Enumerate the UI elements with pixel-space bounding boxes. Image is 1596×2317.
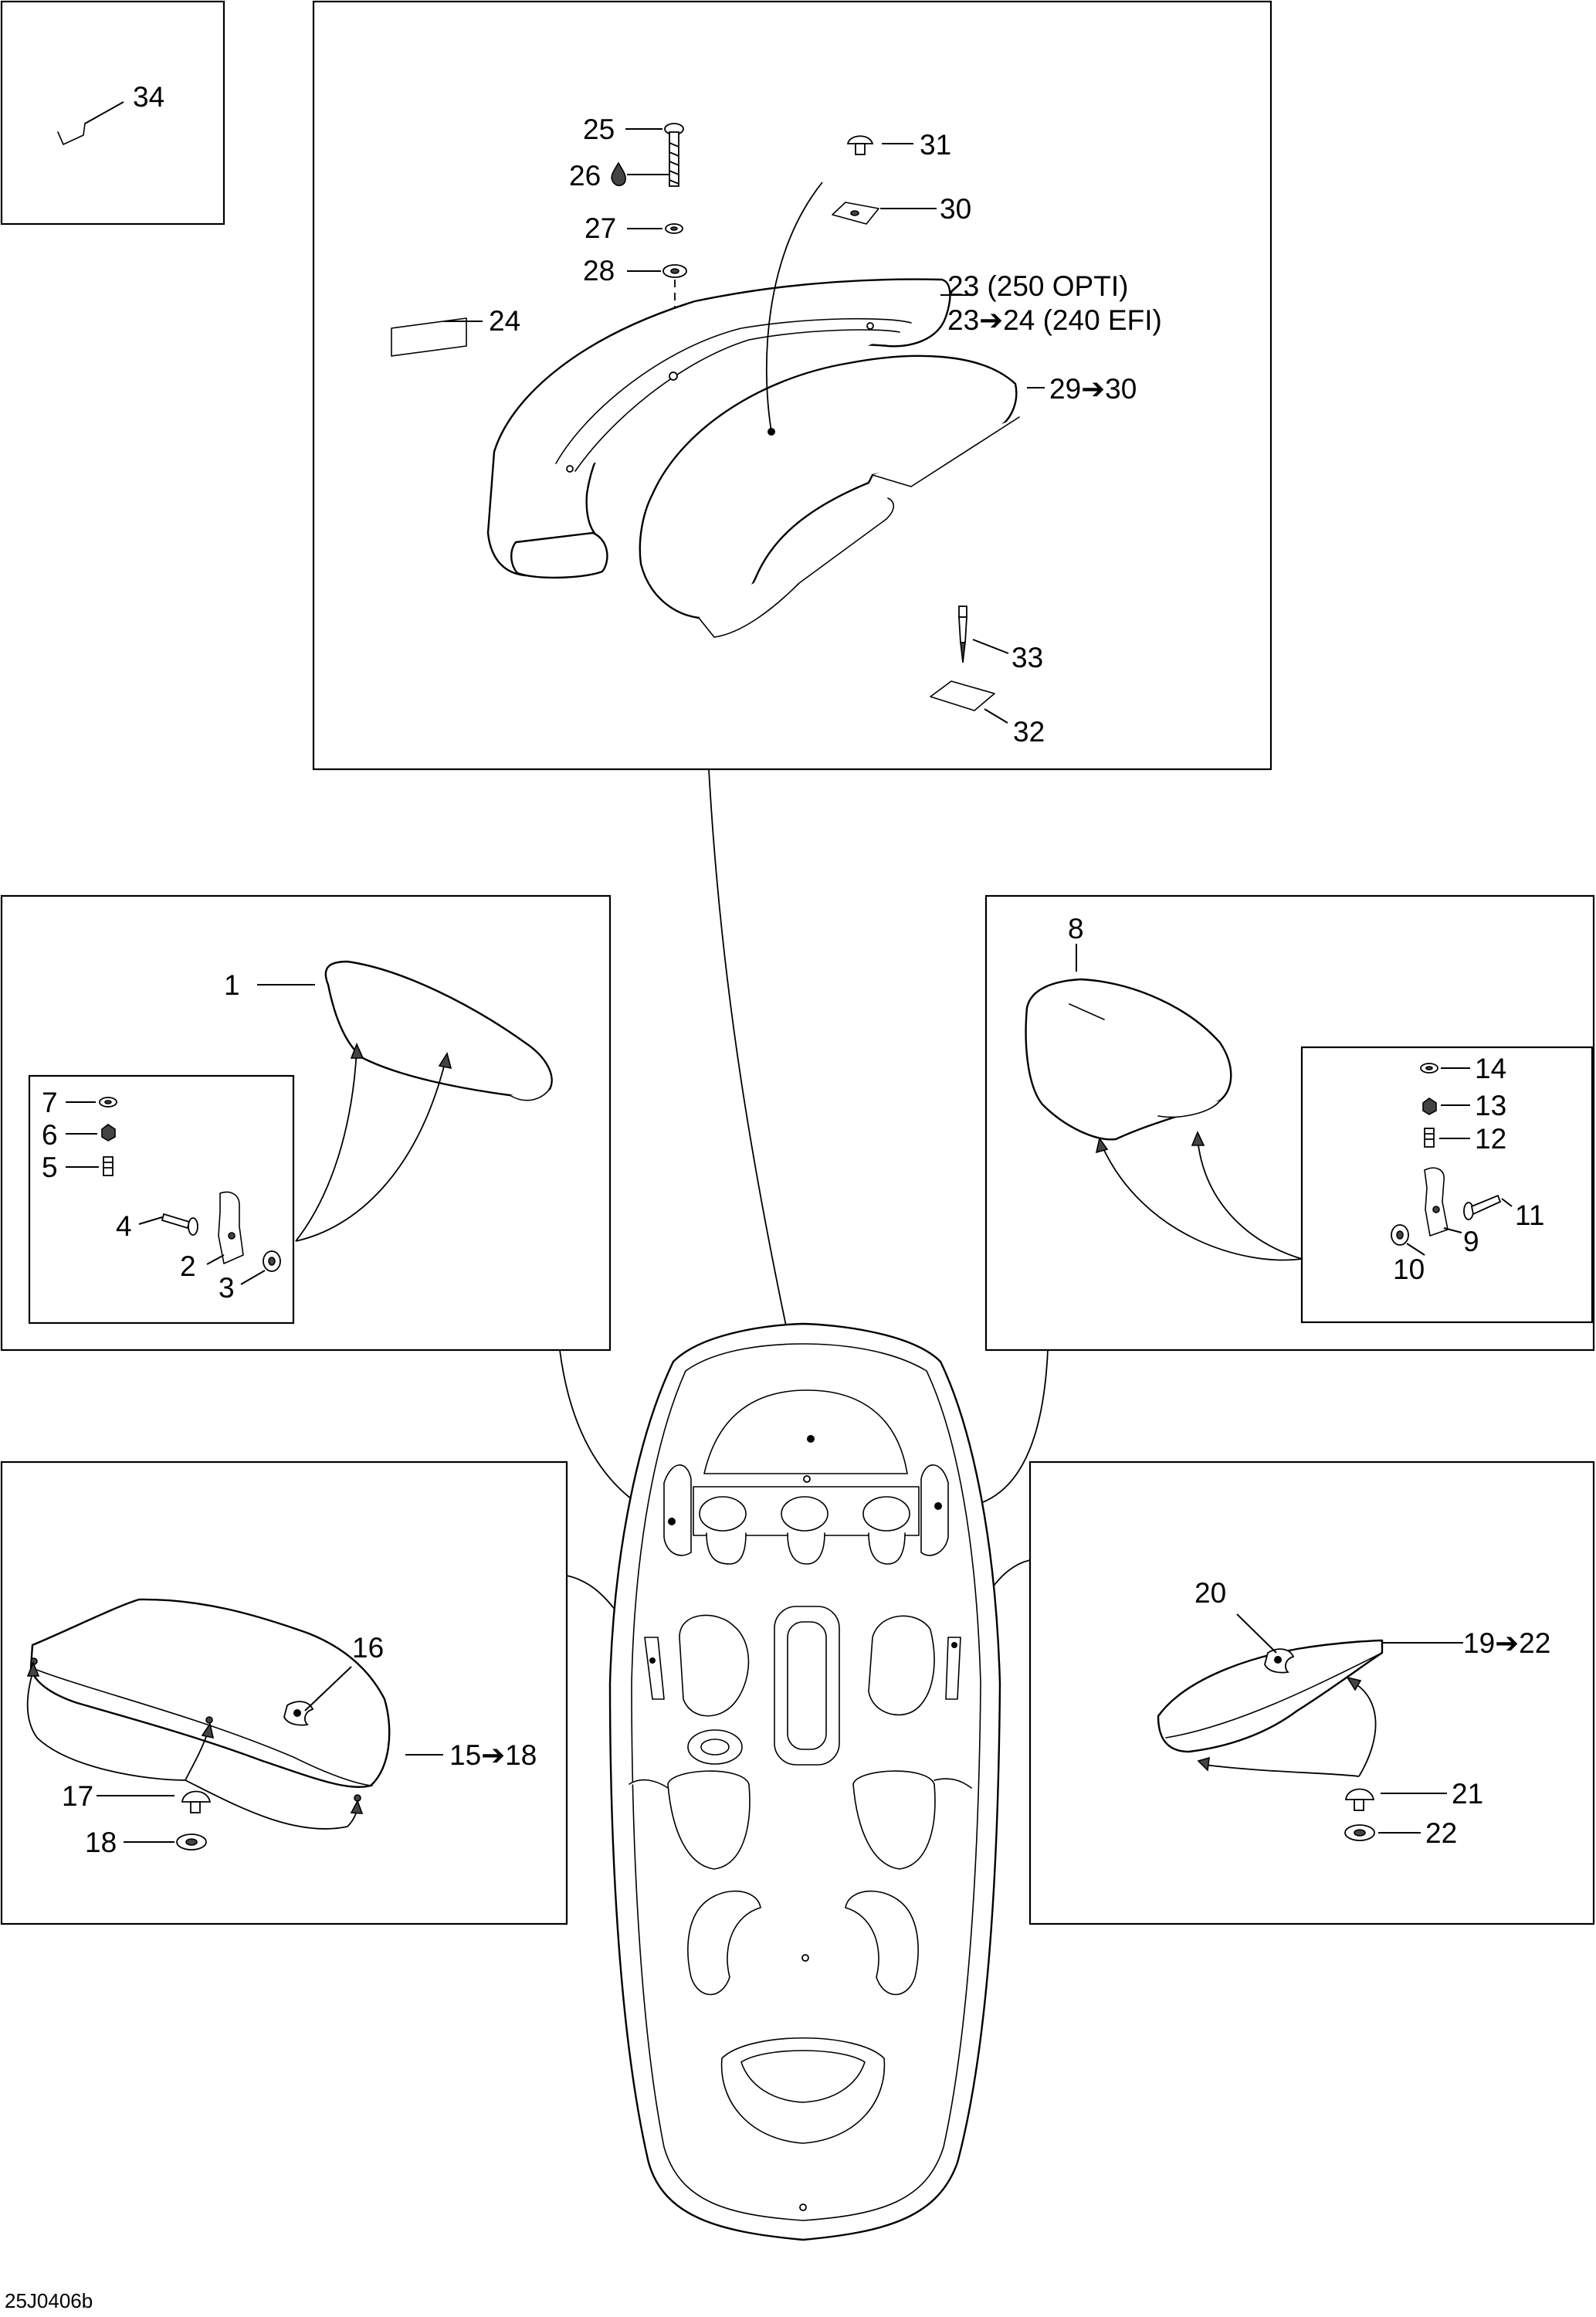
callout-32: 32 [1013,716,1045,748]
part-26-threadlocker [611,161,669,187]
part-15-left-seat-cushion [29,1598,443,1802]
callout-31: 31 [920,129,951,161]
part-17-push-rivet [97,1790,212,1813]
drop-icon [611,161,626,187]
part-1-left-armrest [257,960,553,1101]
part-29-seat-base [639,355,1045,638]
part-31-push-rivet [846,135,913,155]
part-16-fastener-hole [283,1666,352,1726]
part-33-rivet [958,606,1009,663]
callout-9: 9 [1463,1226,1479,1257]
panel-right-armrest [984,894,1595,1352]
part-21-push-rivet [1344,1788,1447,1811]
assembly-arrows-right-armrest [1095,1131,1303,1261]
part-24-label [391,317,483,357]
callout-19-22: 19➔22 [1463,1627,1550,1659]
callout-23-line1: 23 (250 OPTI) [947,270,1128,302]
callout-33: 33 [1011,642,1043,673]
callout-26: 26 [569,160,601,192]
part-19-right-seat-cushion [1157,1639,1463,1753]
watercraft-deck-top-view [608,1322,1001,2241]
callout-5: 5 [42,1152,58,1183]
part-10-washer [1391,1224,1425,1256]
callout-15-18: 15➔18 [449,1739,537,1771]
callout-23-line2: 23➔24 (240 EFI) [947,304,1162,336]
callout-20: 20 [1194,1577,1226,1609]
assembly-arrows-left-seat-cushion [26,1661,364,1830]
part-13-nut [1422,1097,1470,1115]
callout-11: 11 [1515,1199,1544,1231]
part-3-washer [240,1250,281,1285]
callout-27: 27 [585,212,616,244]
part-8-right-armrest [1025,944,1232,1141]
callout-21: 21 [1452,1778,1483,1810]
part-20-fastener-hole [1236,1613,1295,1674]
part-5-spacer [66,1156,114,1176]
callout-6: 6 [42,1119,58,1151]
callout-10: 10 [1393,1253,1425,1285]
callout-34: 34 [133,81,164,113]
panel-left-seat-cushion [0,1460,568,1925]
part-11-rivet [1463,1194,1513,1220]
panel-rear-seat [312,0,1272,771]
part-14-washer [1420,1063,1470,1074]
callout-7: 7 [42,1087,58,1118]
callout-17: 17 [62,1780,93,1812]
callout-13: 13 [1475,1090,1506,1121]
part-30-clip-nut [832,202,937,225]
panel-right-seat-cushion [1028,1460,1595,1925]
part-9-bracket [1424,1167,1462,1237]
part-4-rivet [138,1213,198,1236]
part-23-rear-seat [486,278,973,579]
callout-18: 18 [85,1827,117,1858]
leader-29-to-30 [765,181,823,433]
part-18-washer [124,1834,207,1851]
callout-1: 1 [224,969,240,1001]
part-34-bracket [57,101,124,145]
part-25-bolt [625,123,684,187]
part-12-spacer [1424,1128,1470,1148]
callout-12: 12 [1475,1123,1506,1155]
assembly-arrows-right-seat-cushion [1197,1676,1377,1777]
callout-30: 30 [940,193,971,225]
callout-25: 25 [583,114,615,145]
part-22-washer [1344,1824,1421,1841]
panel-right-armrest-hardware [1300,1046,1594,1324]
callout-28: 28 [583,255,615,287]
figure-reference-code: 25J0406b [5,2289,93,2312]
callout-29-30: 29➔30 [1049,373,1137,405]
panel-part-34 [0,0,225,226]
callout-22: 22 [1425,1817,1457,1849]
callout-8: 8 [1068,913,1084,945]
callout-4: 4 [116,1210,132,1242]
part-27-washer [627,223,683,234]
panel-left-armrest [0,894,612,1352]
part-7-washer [66,1097,117,1108]
callout-24: 24 [489,305,520,337]
callout-2: 2 [180,1250,196,1282]
part-6-nut [66,1124,116,1142]
part-32-pad [930,680,1008,724]
assembly-arrows-left-armrest [295,1042,452,1242]
part-2-bracket [206,1191,244,1265]
callout-14: 14 [1475,1053,1506,1084]
panel-left-armrest-hardware [28,1074,295,1325]
callout-16: 16 [352,1632,384,1664]
callout-3: 3 [219,1272,235,1304]
